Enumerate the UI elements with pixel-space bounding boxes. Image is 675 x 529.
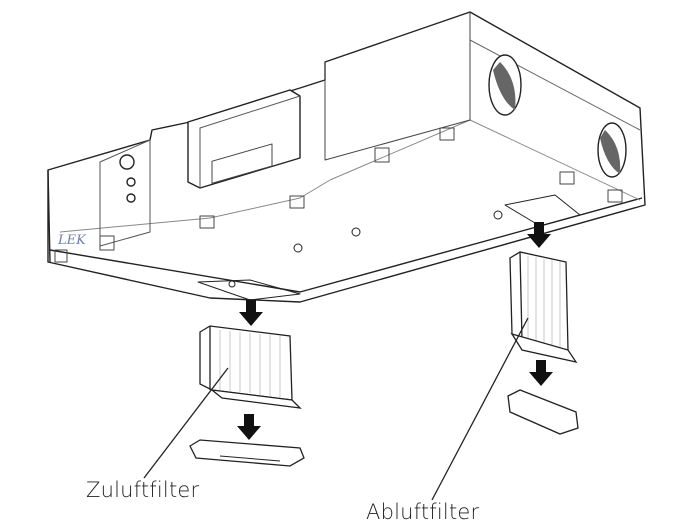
supply-filter: [199, 325, 302, 409]
arrows: [237, 222, 553, 440]
supply-filter-cover: [189, 439, 305, 467]
exhaust-filter: [509, 251, 578, 363]
logo: LEK: [57, 233, 87, 248]
arrow-down-icon: [529, 360, 553, 386]
exhaust-filter-label: Abluftfilter: [366, 500, 480, 524]
arrow-down-icon: [239, 300, 263, 326]
arrow-down-icon: [237, 414, 261, 440]
arrow-down-icon: [527, 222, 551, 248]
exhaust-filter-cover: [507, 389, 579, 435]
unit-body: [47, 11, 646, 303]
supply-filter-label: Zuluftfilter: [86, 478, 200, 502]
